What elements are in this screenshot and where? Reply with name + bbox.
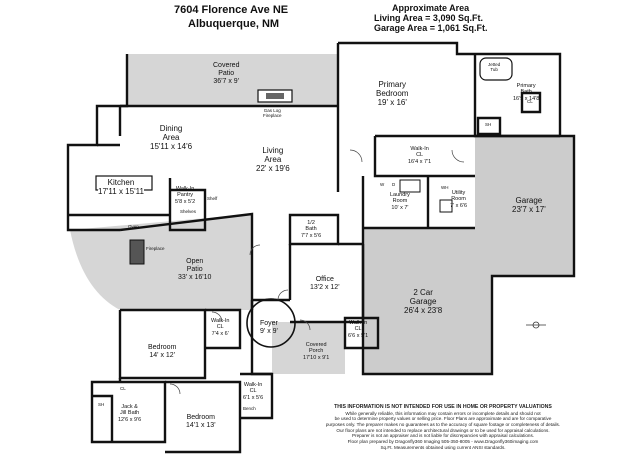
shelves-label: Shelves [180,209,197,214]
shower-label-primary: SH [485,122,492,127]
primary-bath-shower [476,116,502,136]
walkin-cl-primary-wall [373,134,475,178]
outdoor-fireplace-label: Fireplace [146,246,165,251]
oven-label: Oven [128,224,139,229]
dining-living-wall [97,106,122,147]
washer-label: W [380,182,385,187]
water-heater [439,199,453,213]
disclaimer-line: Sq.Ft. Measurements obtained using curre… [380,444,506,450]
walkin-cl-office-wall [343,316,380,350]
door-swing [169,383,181,395]
covered-porch-area [272,322,345,374]
disclaimer-line: While generally reliable, this informati… [345,410,541,416]
disclaimer-line: purposes only. The preparer makes no gua… [325,421,561,427]
exterior-wall-north [338,41,562,136]
north-arrow-icon [526,321,546,329]
washer-dryer [399,179,421,193]
disclaimer-line: Our floor plans are not intended to repl… [336,427,550,433]
disclaimer-line: Preparer is not an appraiser and is not … [351,433,535,439]
open-patio-edge [119,212,254,310]
door-swing [349,149,363,163]
address-line-1: 7604 Florence Ave NE [174,4,289,16]
closet-label-bath: CL [120,386,126,391]
dryer-label: D [392,182,396,187]
outdoor-fireplace [129,239,145,265]
exterior-wall [66,54,129,232]
foyer-rotunda [246,298,296,348]
address-line-2: Albuquerque, NM [188,18,280,30]
walkin-cl-bed2-wall [240,372,274,420]
jetted-tub-label: Jetted Tub [488,62,501,73]
disclaimer-line: Floor plan prepared by Dragonfly360 Imag… [347,439,539,445]
shower-label-jj: SH [98,402,105,407]
primary-bath-cl [520,91,542,114]
garage-area-total: Garage Area = 1,061 Sq.Ft. [374,23,488,33]
walkin-cl-bed-wall [205,308,242,350]
shelf-label: Shelf [207,196,218,201]
jetted-tub [479,57,513,81]
garage-area [475,136,574,276]
closet-label-primary: CL [527,99,533,104]
door-swing [277,289,289,301]
door-swing [249,244,261,256]
bedroom-wall [118,308,207,380]
kitchen-wall [68,178,207,232]
open-patio-area [70,214,252,310]
area-title: Approximate Area [392,3,470,13]
disclaimer-line: be used to determine property values or … [334,416,552,422]
door-swing [299,319,311,331]
living-area-total: Living Area = 3,090 Sq.Ft. [374,13,483,23]
office-wall [288,242,365,324]
garage-wall [361,134,576,376]
disclaimer-block: THIS INFORMATION IS NOT INTENDED FOR USE… [325,404,561,451]
door-swing [451,149,465,163]
fireplace-label: Gas Log Fireplace [263,108,282,119]
disclaimer-line: THIS INFORMATION IS NOT INTENDED FOR USE… [334,404,552,410]
bench-label: Bench [243,406,256,411]
fireplace-insert [266,93,284,99]
wh-label: WH [441,185,449,190]
door-swing [211,311,223,323]
two-car-garage-area [363,228,492,374]
jack-jill-wall [90,380,167,444]
laundry-wall [361,176,475,230]
